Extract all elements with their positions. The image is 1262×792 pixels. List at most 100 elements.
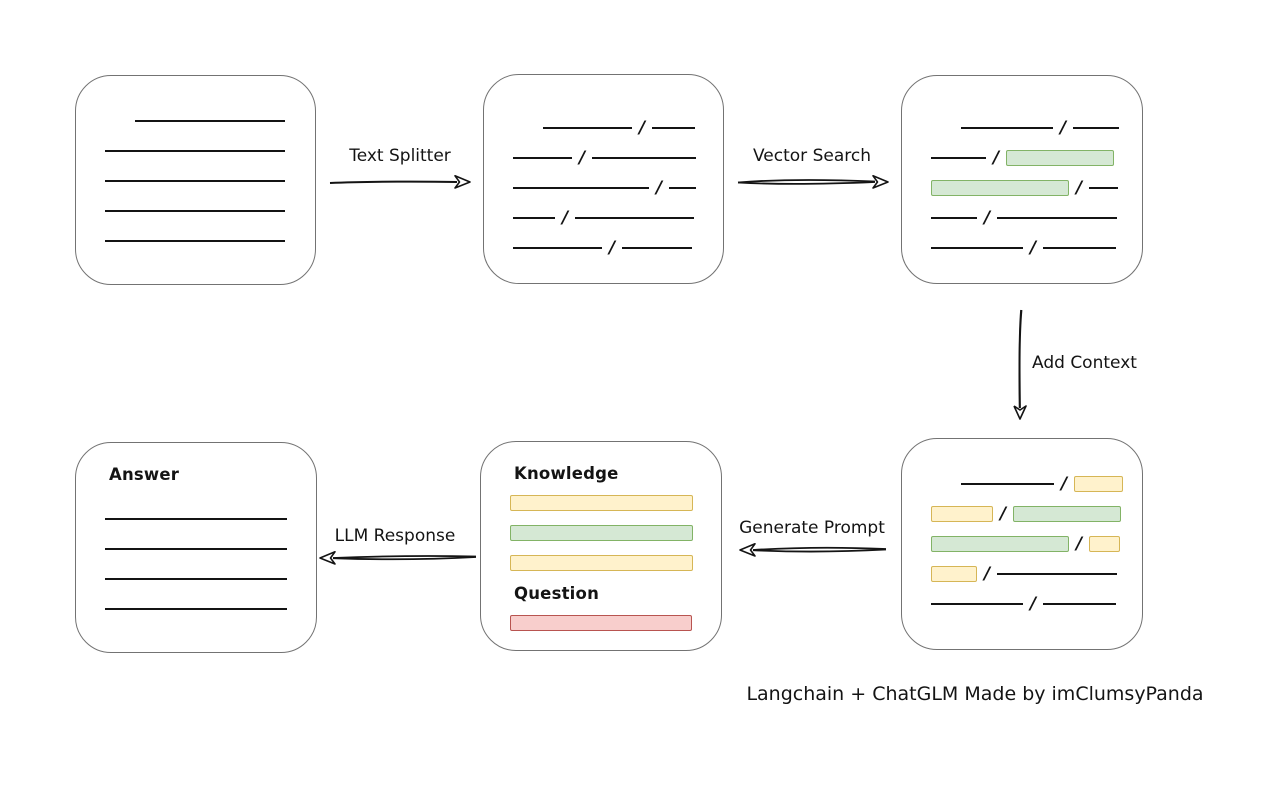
text-splitter-arrow	[329, 175, 471, 189]
text-line	[652, 127, 696, 129]
slash-separator: /	[1076, 177, 1083, 198]
llm-response-arrow	[319, 551, 477, 565]
slash-separator: /	[993, 147, 1000, 168]
box-row: /	[931, 499, 1134, 529]
green-chip	[510, 525, 693, 541]
green-chip	[931, 180, 1069, 196]
document-node	[75, 75, 316, 285]
text-line	[105, 240, 285, 242]
text-line	[997, 573, 1118, 575]
slash-separator: /	[1076, 533, 1083, 554]
split-chunks-node-content: /////	[484, 75, 723, 283]
box-row: /	[931, 529, 1134, 559]
text-line	[105, 150, 285, 152]
vector-search-label: Vector Search	[753, 146, 871, 166]
box-row	[105, 504, 308, 534]
slash-separator: /	[639, 117, 646, 138]
yellow-chip	[1074, 476, 1124, 492]
text-line	[622, 247, 693, 249]
box-row: /	[543, 113, 715, 143]
box-heading: Answer	[109, 464, 180, 484]
text-line	[513, 187, 649, 189]
box-row	[510, 488, 713, 518]
yellow-chip	[931, 566, 977, 582]
document-node-content	[76, 76, 315, 284]
yellow-chip	[510, 495, 693, 511]
green-chip	[1006, 150, 1115, 166]
yellow-chip	[931, 506, 993, 522]
slash-separator: /	[609, 237, 616, 258]
box-row	[105, 196, 307, 226]
llm-response-label: LLM Response	[334, 526, 456, 546]
vector-search-arrow	[737, 175, 889, 189]
text-line	[105, 548, 287, 550]
box-row	[510, 608, 713, 638]
box-row: /	[931, 143, 1134, 173]
red-chip	[510, 615, 692, 631]
yellow-chip	[510, 555, 693, 571]
box-row: /	[513, 233, 715, 263]
box-row: /	[513, 203, 715, 233]
text-line	[931, 247, 1023, 249]
answer-node: Answer	[75, 442, 317, 653]
text-line	[931, 217, 977, 219]
context-chunks-node: / / / / /	[901, 438, 1143, 650]
box-row: /	[513, 173, 715, 203]
text-line	[543, 127, 632, 129]
box-row	[105, 166, 307, 196]
box-row	[105, 594, 308, 624]
text-line	[105, 578, 287, 580]
yellow-chip	[1089, 536, 1121, 552]
green-chip	[1013, 506, 1122, 522]
split-chunks-node: /////	[483, 74, 724, 284]
text-line	[513, 247, 602, 249]
slash-separator: /	[1000, 503, 1007, 524]
box-row	[105, 226, 307, 256]
box-row: /	[961, 469, 1134, 499]
box-row: /	[931, 173, 1134, 203]
box-row	[135, 106, 307, 136]
text-line	[105, 180, 285, 182]
text-line	[997, 217, 1118, 219]
text-line	[575, 217, 695, 219]
slash-separator: /	[656, 177, 663, 198]
box-row	[105, 564, 308, 594]
slash-separator: /	[984, 207, 991, 228]
text-line	[105, 608, 287, 610]
add-context-label: Add Context	[1032, 353, 1137, 373]
box-row: /	[931, 233, 1134, 263]
text-line	[961, 483, 1054, 485]
text-splitter-label: Text Splitter	[349, 146, 451, 166]
matched-chunks-node: / / / / /	[901, 75, 1143, 284]
slash-separator: /	[1061, 473, 1068, 494]
text-line	[135, 120, 285, 122]
box-row	[510, 548, 713, 578]
generate-prompt-label: Generate Prompt	[739, 518, 885, 538]
box-heading: Question	[514, 583, 600, 603]
box-row	[105, 534, 308, 564]
text-line	[931, 603, 1023, 605]
matched-chunks-node-content: / / / / /	[902, 76, 1142, 283]
text-line	[931, 157, 986, 159]
box-row: /	[961, 113, 1134, 143]
slash-separator: /	[984, 563, 991, 584]
text-line	[592, 157, 697, 159]
box-row: /	[931, 589, 1134, 619]
text-line	[105, 518, 287, 520]
add-context-arrow	[1013, 309, 1027, 420]
box-row: /	[931, 203, 1134, 233]
slash-separator: /	[1030, 237, 1037, 258]
box-heading: Knowledge	[514, 463, 619, 483]
box-row	[105, 136, 307, 166]
text-line	[1089, 187, 1119, 189]
text-line	[513, 217, 555, 219]
box-row: /	[931, 559, 1134, 589]
slash-separator: /	[1060, 117, 1067, 138]
answer-node-content: Answer	[76, 443, 316, 652]
caption: Langchain + ChatGLM Made by imClumsyPand…	[746, 683, 1204, 705]
slash-separator: /	[562, 207, 569, 228]
text-line	[1043, 247, 1117, 249]
